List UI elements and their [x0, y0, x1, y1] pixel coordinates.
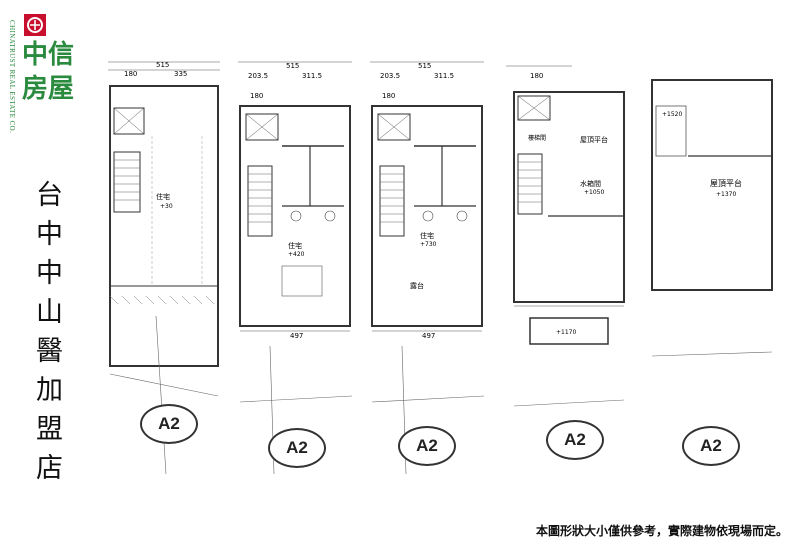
plan-5-extra-level: +1520 [662, 111, 682, 118]
plan-2-dim-a: 203.5 [248, 72, 268, 80]
brand-logo: CHINATRUST REAL ESTATE CO. 中信 房屋 [6, 6, 96, 136]
plan-1-dim-b: 335 [174, 70, 187, 78]
plan-4-badge: A2 [546, 420, 604, 460]
brand-name-line2: 房屋 [22, 74, 75, 104]
disclaimer-text: 本圖形狀大小僅供參考，實際建物依現場而定。 [535, 524, 788, 538]
plan-1-dim-a: 180 [124, 70, 137, 78]
plan-2-room-label: 住宅 [288, 241, 302, 250]
floor-plan-2: 515 203.5 311.5 180 住宅 +420 497 [238, 61, 353, 474]
plan-2-dim-total: 515 [286, 62, 299, 70]
floor-plan-5: +1520 屋頂平台 +1370 [651, 79, 773, 357]
plan-3-level: +730 [420, 241, 437, 248]
plan-4-tank-label: 水箱間 [580, 179, 601, 188]
floor-plan-3: 515 203.5 311.5 180 住宅 +730 露台 497 [370, 61, 485, 474]
plan-3-dim-a: 203.5 [380, 72, 400, 80]
plan-3-width: 497 [422, 332, 435, 340]
floor-plan-4: 180 樓梯間 屋頂平台 水箱間 +1050 +1170 [506, 65, 625, 407]
plan-1-dim-total: 515 [156, 61, 169, 69]
store-title: 台中中山醫加盟店 [31, 180, 62, 492]
plan-2-width: 497 [290, 332, 303, 340]
floor-plan-1: 515 180 335 住宅 +30 [108, 61, 220, 474]
plan-5-badge: A2 [682, 426, 740, 466]
plan-3-terrace-label: 露台 [410, 281, 424, 290]
floor-plans: 515 180 335 住宅 +30 A2 515 203.5 311.5 18… [96, 56, 786, 474]
plan-1-room-label: 住宅 [156, 192, 170, 201]
plan-3-dim-b: 311.5 [434, 72, 454, 80]
plan-4-roof-label: 屋頂平台 [580, 135, 608, 144]
plan-1-level: +30 [160, 203, 173, 210]
plan-2-dim-b: 311.5 [302, 72, 322, 80]
plan-2-dim-c: 180 [250, 92, 263, 100]
plan-5-level: +1370 [716, 191, 736, 198]
plan-5-roof-label: 屋頂平台 [710, 178, 742, 188]
plan-4-level: +1050 [584, 189, 604, 196]
plan-3-room-label: 住宅 [420, 231, 434, 240]
brand-emblem-icon [24, 14, 46, 36]
plan-1-badge: A2 [140, 404, 198, 444]
plan-2-level: +420 [288, 251, 305, 258]
plan-3-badge: A2 [398, 426, 456, 466]
plan-4-stair-label: 樓梯間 [528, 134, 546, 142]
plan-4-dim-a: 180 [530, 72, 543, 80]
brand-english-name: CHINATRUST REAL ESTATE CO. [8, 20, 16, 134]
plan-3-dim-c: 180 [382, 92, 395, 100]
plan-3-dim-total: 515 [418, 62, 431, 70]
plan-2-badge: A2 [268, 428, 326, 468]
brand-name-line1: 中信 [22, 40, 75, 70]
plan-4-extra-level: +1170 [556, 329, 576, 336]
